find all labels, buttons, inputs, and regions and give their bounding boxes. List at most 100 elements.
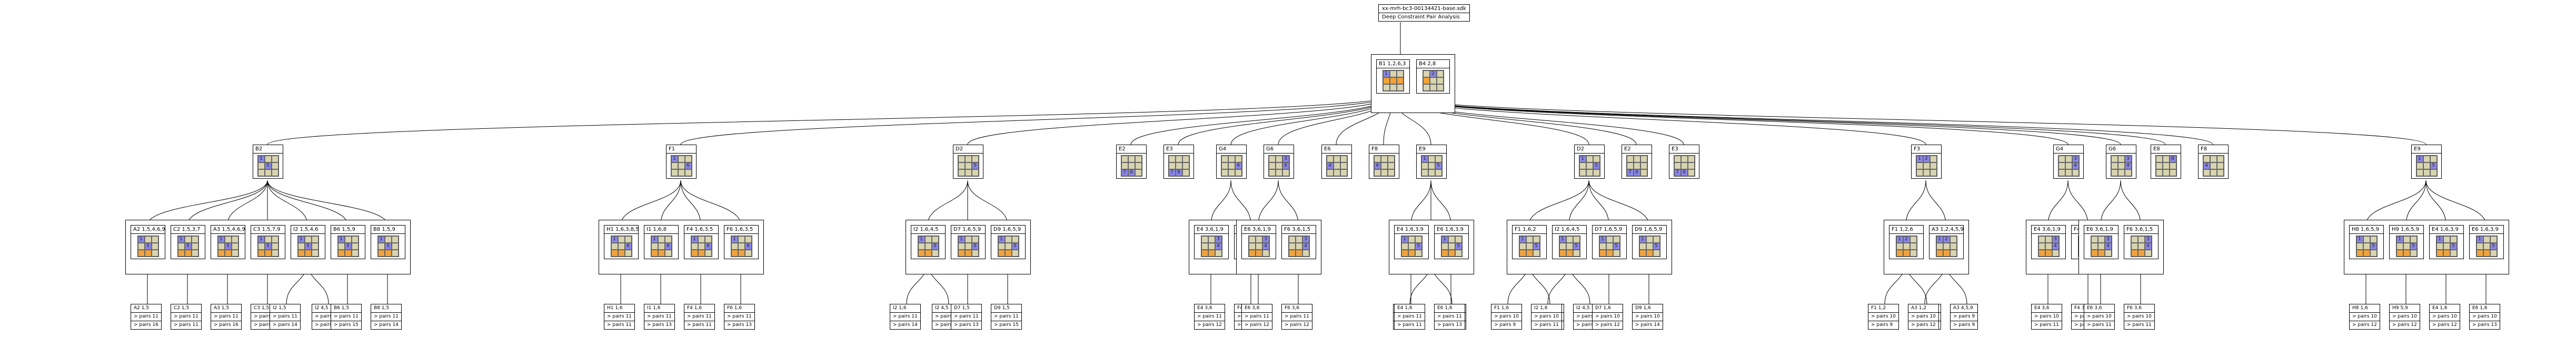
- edge: [1392, 95, 2068, 145]
- grid-cell: [2416, 162, 2423, 169]
- grid-cell: 4: [2124, 162, 2132, 169]
- grid-cell: [2370, 250, 2377, 257]
- leaf-extra: > pairs 11: [1531, 321, 1561, 329]
- grid-cell: 5: [384, 243, 392, 250]
- grid-cell: [1519, 243, 1526, 250]
- grid-cell: [1429, 84, 1437, 91]
- grid-cell: [1408, 243, 1415, 250]
- level1-node-label: B2: [253, 145, 283, 154]
- grid-cell: 1: [691, 236, 698, 243]
- grid-cell: [151, 243, 158, 250]
- grid-cell: [2117, 169, 2125, 176]
- grid-cell: 2: [1429, 70, 1437, 77]
- grid-cell: [664, 250, 672, 257]
- leaf-label: I2 4,5: [315, 305, 329, 311]
- edge: [620, 180, 681, 226]
- level2-node-label: D9 1,6,5,9: [1633, 226, 1666, 234]
- leaf-extra: > pairs 16: [211, 321, 241, 329]
- leaf-node: D9 1,6> pairs 10> pairs 14: [1632, 304, 1663, 330]
- leaf-label: D9 1,6: [1635, 305, 1651, 311]
- edge: [1210, 180, 1231, 226]
- grid-cell: 1: [2476, 236, 2483, 243]
- level1-node-grid: 4: [1220, 155, 1242, 177]
- level2-node-label: E6 1,6,3,9: [2470, 226, 2503, 234]
- grid-cell: [1423, 77, 1430, 84]
- leaf-label: I2 4,5: [1576, 305, 1590, 311]
- grid-cell: [1275, 162, 1282, 169]
- grid-cell: [1533, 236, 1540, 243]
- grid-cell: [391, 243, 399, 250]
- leaf-extra: > pairs 11: [1574, 321, 1604, 329]
- grid-cell: 7: [1121, 169, 1128, 176]
- leaf-node: I2 1,6> pairs 10> pairs 11: [1531, 304, 1562, 330]
- leaf-info: > pairs 11: [331, 312, 361, 321]
- leaf-label: E6 3,6: [2087, 305, 2102, 311]
- grid-cell: [1909, 250, 1917, 257]
- edge: [1430, 180, 1451, 226]
- grid-cell: [2356, 243, 2363, 250]
- level1-node-label: E3: [1669, 145, 1699, 154]
- level1-node-label: E3: [1164, 145, 1193, 154]
- grid-cell: [2430, 169, 2437, 176]
- leaf-extra: > pairs 11: [312, 321, 342, 329]
- edge: [2365, 180, 2426, 226]
- grid-cell: [2490, 250, 2497, 257]
- grid-cell: [2203, 156, 2210, 162]
- grid-cell: 3: [1282, 156, 1289, 162]
- grid-cell: [1208, 250, 1215, 257]
- edge: [1410, 180, 1431, 226]
- level1-node-label: E9: [1417, 145, 1446, 154]
- level2-node-label: A2 1,5,4,6,9: [131, 226, 165, 234]
- grid-cell: [958, 243, 965, 250]
- grid-cell: [2065, 169, 2072, 176]
- root-node-grid: 1: [1382, 70, 1404, 91]
- grid-cell: 3: [2124, 156, 2132, 162]
- grid-cell: [1288, 236, 1296, 243]
- level1-node-label: G4: [1217, 145, 1246, 154]
- grid-cell: [2476, 250, 2483, 257]
- level2-node-label: H8 1,6,5,9: [2350, 226, 2383, 234]
- level2-node-label: E4 1,6,3,9: [1395, 226, 1428, 234]
- leaf-info: > pairs 11: [211, 312, 241, 321]
- grid-cell: [1428, 156, 1435, 162]
- grid-cell: [2162, 162, 2170, 169]
- grid-cell: 8: [1175, 169, 1182, 176]
- grid-cell: [1208, 236, 1215, 243]
- grid-cell: 5: [971, 162, 979, 169]
- grid-cell: [1340, 169, 1347, 176]
- leaf-label: I2 1,6: [893, 305, 907, 311]
- grid-cell: [1004, 250, 1012, 257]
- edge: [1178, 95, 1393, 145]
- grid-cell: [1646, 243, 1653, 250]
- leaf-label: E6 3,6: [1245, 305, 1260, 311]
- grid-cell: [1268, 169, 1276, 176]
- grid-cell: [1606, 250, 1613, 257]
- grid-cell: [1626, 156, 1634, 162]
- grid-cell: [1235, 156, 1242, 162]
- grid-cell: 1: [257, 156, 265, 162]
- grid-cell: [2370, 236, 2377, 243]
- level2-node-label: C2 1,5,3,7: [171, 226, 205, 234]
- grid-cell: 3: [2104, 236, 2112, 243]
- grid-cell: [1526, 243, 1533, 250]
- grid-cell: 6: [624, 243, 632, 250]
- grid-cell: [2443, 243, 2450, 250]
- grid-cell: 1: [2396, 236, 2403, 243]
- leaf-extra: > pairs 12: [1282, 321, 1312, 329]
- grid-cell: [2403, 236, 2410, 243]
- grid-cell: [964, 250, 972, 257]
- leaf-label: I2 1,6: [1534, 305, 1548, 311]
- grid-cell: [1208, 243, 1215, 250]
- leaf-info: > pairs 10: [1908, 312, 1938, 321]
- level1-node-label: F3: [1912, 145, 1941, 154]
- leaf-label: E4 1,6: [1397, 305, 1413, 311]
- grid-cell: [1168, 156, 1176, 162]
